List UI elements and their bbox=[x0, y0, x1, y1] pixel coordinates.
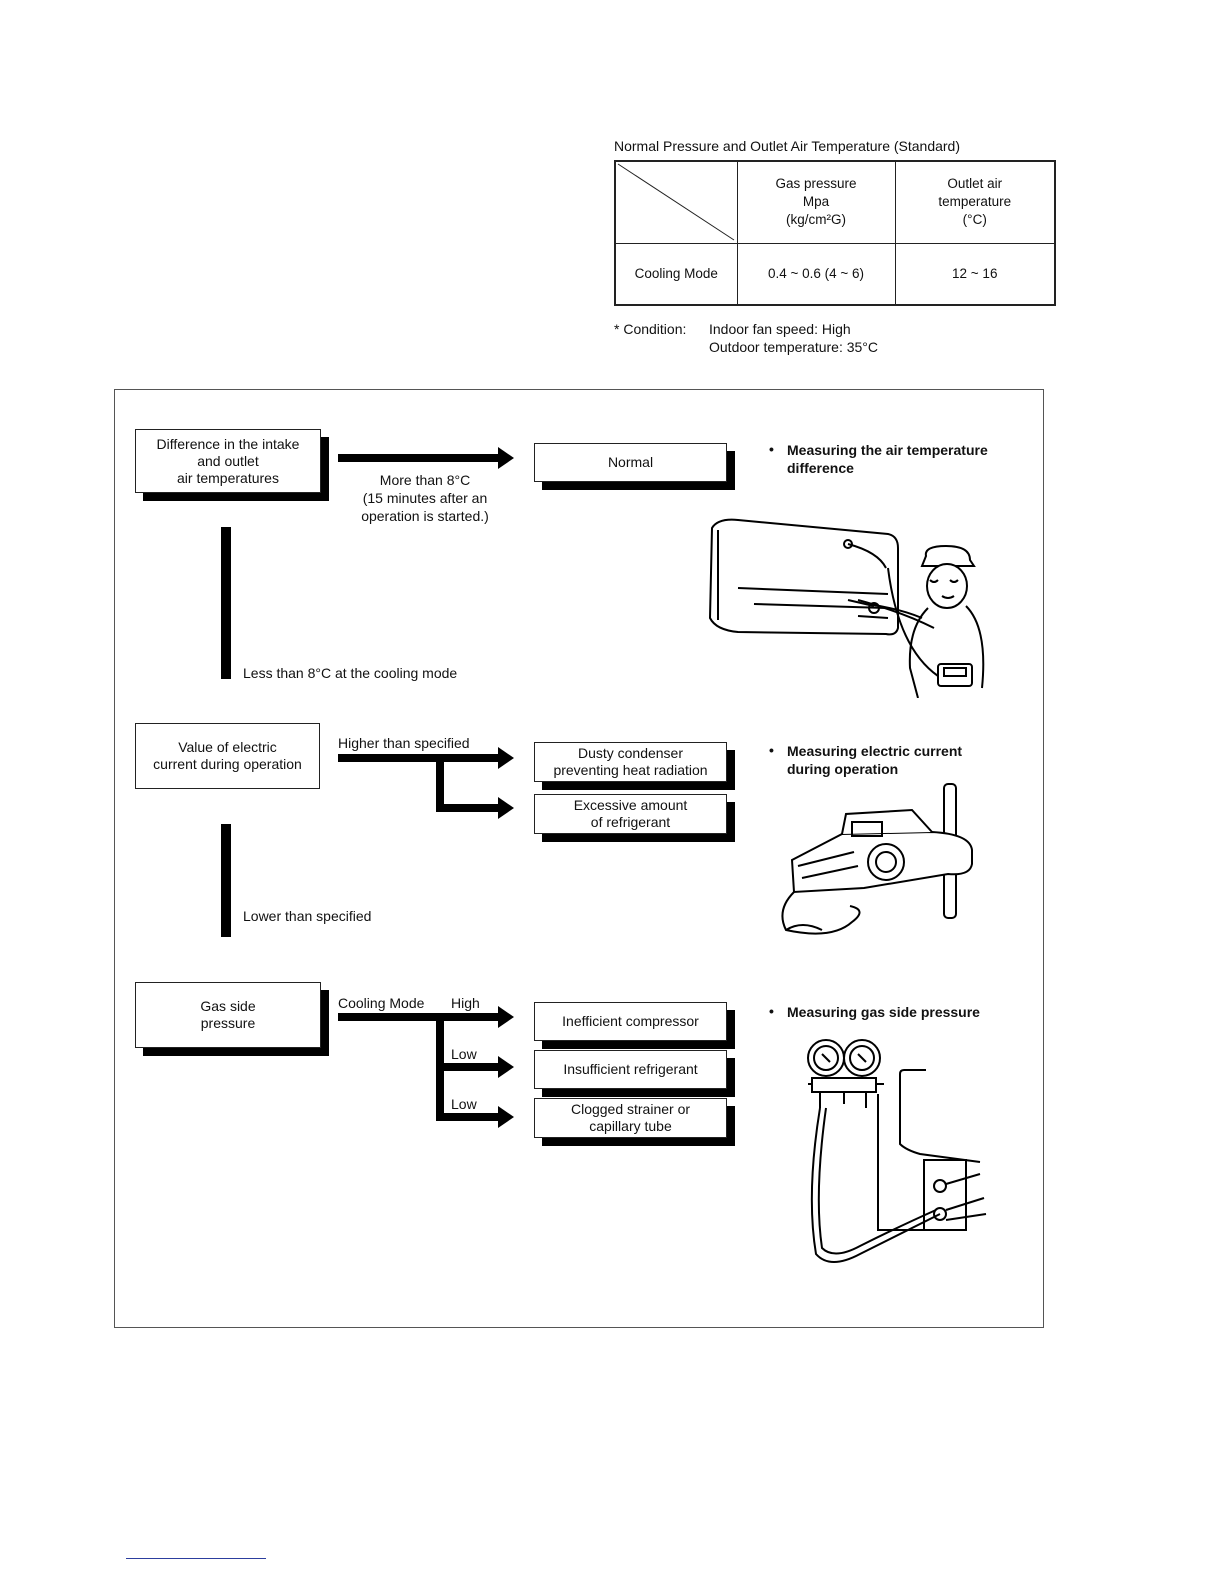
box-excessive-refrigerant: Excessive amount of refrigerant bbox=[534, 794, 727, 834]
table-corner-cell bbox=[614, 160, 738, 244]
gauge-manifold-illustration bbox=[807, 1039, 987, 1263]
bullet: • bbox=[769, 1003, 774, 1019]
arrow-s1-normal bbox=[338, 447, 514, 469]
arrow-s2-dusty bbox=[338, 747, 514, 769]
footer-rule bbox=[126, 1558, 266, 1559]
label-cooling-mode: Cooling Mode bbox=[338, 995, 425, 1011]
box-dusty-condenser: Dusty condenser preventing heat radiatio… bbox=[534, 742, 727, 782]
note-electric-current: Measuring electric current during operat… bbox=[787, 743, 963, 777]
note-air-temp: Measuring the air temperature difference bbox=[787, 442, 988, 476]
label-low-1: Low bbox=[451, 1046, 477, 1062]
box-gas-side-pressure: Gas side pressure bbox=[135, 982, 321, 1048]
row-label-cooling: Cooling Mode bbox=[614, 242, 738, 306]
condition-line-1: Indoor fan speed: High bbox=[709, 321, 851, 337]
condition-line-2: Outdoor temperature: 35°C bbox=[709, 339, 879, 355]
label-lower-than-specified: Lower than specified bbox=[243, 908, 372, 924]
down-bar-s1 bbox=[221, 527, 231, 679]
spec-table: Gas pressure Mpa (kg/cm²G) Outlet air te… bbox=[614, 160, 1056, 306]
down-bar-s2 bbox=[221, 824, 231, 937]
box-insufficient-refrigerant: Insufficient refrigerant bbox=[534, 1050, 727, 1089]
box-clogged-strainer: Clogged strainer or capillary tube bbox=[534, 1098, 727, 1138]
arrow-s2-excessive bbox=[436, 758, 514, 819]
table-title: Normal Pressure and Outlet Air Temperatu… bbox=[614, 138, 961, 154]
label-high: High bbox=[451, 995, 480, 1011]
condition-label: * Condition: bbox=[614, 321, 687, 337]
gas-pressure-value: 0.4 ~ 0.6 (4 ~ 6) bbox=[736, 242, 896, 306]
outlet-temp-value: 12 ~ 16 bbox=[894, 242, 1056, 306]
bullet: • bbox=[769, 742, 774, 758]
bullet: • bbox=[769, 441, 774, 457]
arrow-s3-high bbox=[338, 1006, 514, 1028]
outlet-temp-header: Outlet air temperature (°C) bbox=[894, 160, 1056, 244]
arrow-s3-low1 bbox=[436, 1017, 514, 1121]
label-low-2: Low bbox=[451, 1096, 477, 1112]
label-higher-than-specified: Higher than specified bbox=[338, 735, 470, 751]
clamp-meter-illustration bbox=[781, 783, 973, 935]
label-less-than-8c: Less than 8°C at the cooling mode bbox=[243, 665, 458, 681]
box-temp-difference: Difference in the intake and outlet air … bbox=[135, 429, 321, 493]
box-electric-current: Value of electric current during operati… bbox=[135, 723, 320, 789]
arrow-s3-low2 bbox=[436, 1106, 514, 1128]
box-normal: Normal bbox=[534, 443, 727, 482]
technician-ac-illustration bbox=[708, 518, 985, 698]
note-gas-pressure: Measuring gas side pressure bbox=[787, 1004, 980, 1020]
label-more-than-8c: More than 8°C (15 minutes after an opera… bbox=[361, 472, 489, 524]
box-inefficient-compressor: Inefficient compressor bbox=[534, 1002, 727, 1041]
diagonal-line bbox=[617, 163, 735, 241]
gas-pressure-header: Gas pressure Mpa (kg/cm²G) bbox=[736, 160, 896, 244]
